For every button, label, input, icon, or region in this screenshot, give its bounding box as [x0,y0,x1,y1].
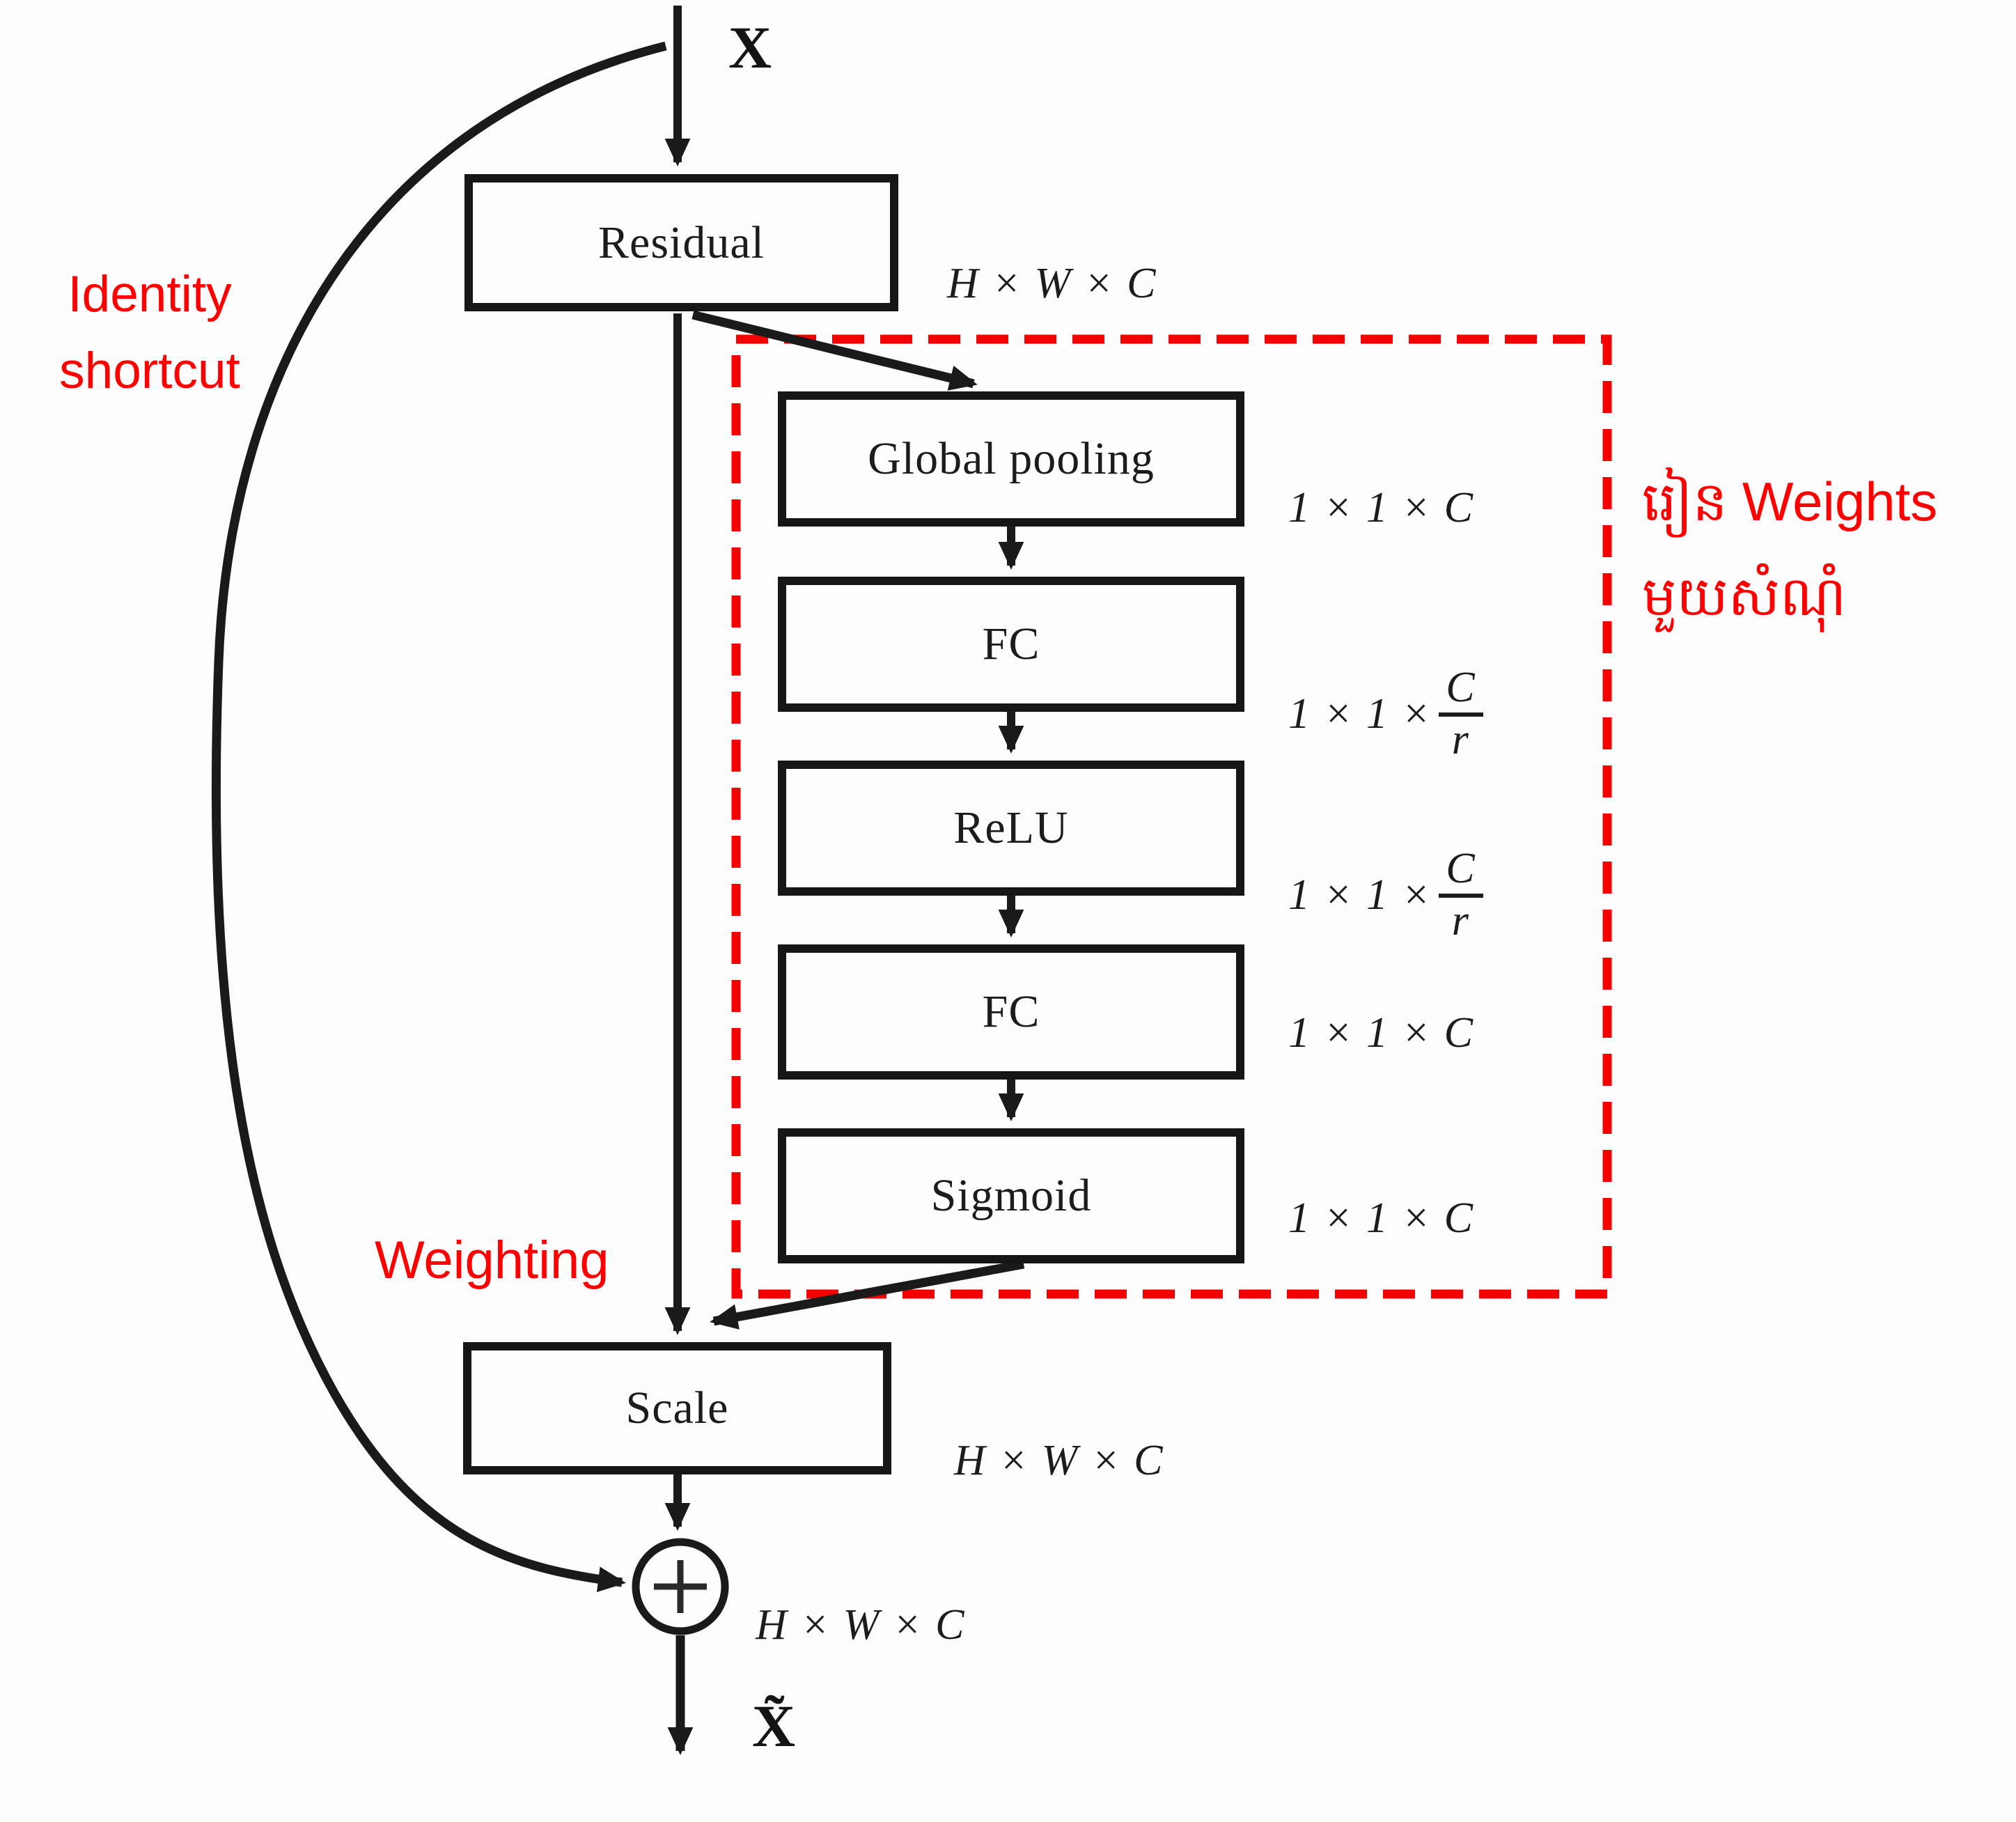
weights-region-dashed-box [731,334,1612,1299]
weighting-annotation: Weighting [375,1231,609,1290]
output-tensor-label: X̃ [752,1692,796,1759]
identity-shortcut-annotation: Identity shortcut [21,256,279,410]
relu-box-label: ReLU [953,802,1069,853]
global-pooling-dim-label: 1 × 1 × C [1288,484,1475,531]
identity-shortcut-line2: shortcut [59,343,240,399]
global-pooling-box-label: Global pooling [868,433,1155,484]
residual-box: Residual [464,174,898,311]
scale-dim-label: H × W × C [954,1437,1164,1484]
relu-box: ReLU [778,761,1244,896]
fc2-dim-label: 1 × 1 × C [1288,1009,1475,1057]
relu-dim-prefix: 1 × 1 × [1288,871,1432,919]
global-pooling-box: Global pooling [778,391,1244,527]
fc1-dim-numerator: C [1439,665,1483,717]
relu-dim-numerator: C [1439,846,1483,898]
khmer-weights-line1: រៀន Weights [1642,471,1938,532]
sigmoid-to-scale-arrow [710,1259,1025,1330]
fc1-box: FC [778,577,1244,712]
fc1-dim-prefix: 1 × 1 × [1288,690,1432,738]
sigmoid-box-label: Sigmoid [930,1170,1092,1221]
fc1-box-label: FC [982,618,1040,669]
identity-shortcut-curve [211,41,667,1592]
scale-box-label: Scale [625,1383,729,1433]
scale-box: Scale [463,1342,891,1474]
relu-dim-denominator: r [1451,897,1470,944]
sum-dim-label: H × W × C [756,1601,966,1649]
identity-shortcut-line1: Identity [68,266,232,322]
sigmoid-box: Sigmoid [778,1128,1244,1263]
sum-plus-icon [632,1538,729,1635]
fc2-box: FC [778,944,1244,1080]
fc1-dim-label: 1 × 1 × C r [1288,644,1483,784]
fc1-dim-denominator: r [1451,716,1470,763]
relu-dim-label: 1 × 1 × C r [1288,825,1483,965]
sigmoid-dim-label: 1 × 1 × C [1288,1194,1475,1242]
input-tensor-label: X [728,14,772,81]
residual-to-globalpooling-arrow [691,310,978,391]
residual-box-label: Residual [598,217,765,268]
fc1-dim-fraction: C r [1439,665,1483,763]
fc2-box-label: FC [982,986,1040,1037]
relu-dim-fraction: C r [1439,846,1483,944]
residual-dim-label: H × W × C [947,260,1157,307]
khmer-weights-annotation: រៀន Weights មួយសំណុំ [1642,454,2011,644]
khmer-weights-line2: មួយសំណុំ [1642,566,1847,627]
